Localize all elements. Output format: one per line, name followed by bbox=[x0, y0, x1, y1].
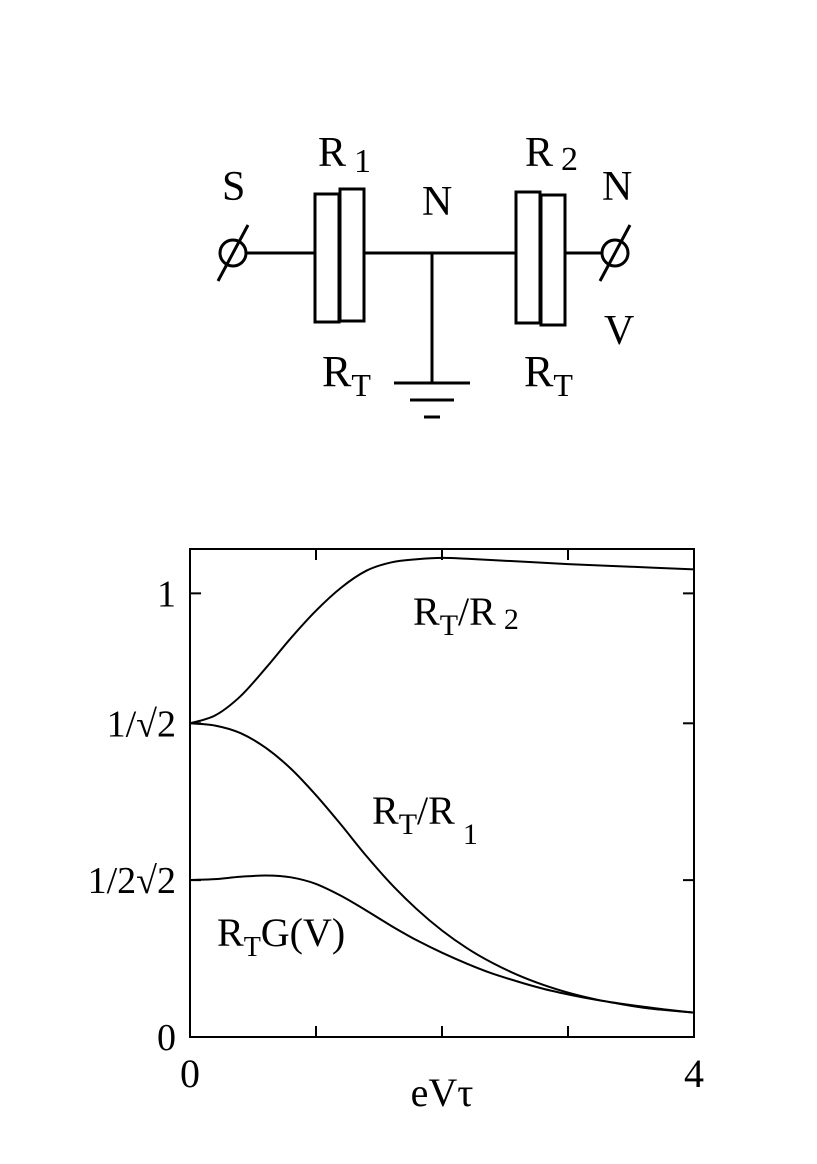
series-line-0 bbox=[189, 556, 695, 725]
y-tick-label: 1 bbox=[157, 573, 176, 615]
x-axis-label: eVτ bbox=[411, 1070, 474, 1115]
junction-r1-left-plate bbox=[313, 192, 341, 324]
series-label-rt-r1: RT/R1 bbox=[372, 788, 478, 851]
x-tick-label: 4 bbox=[684, 1051, 704, 1096]
y-tick-label: 0 bbox=[157, 1017, 176, 1059]
junction-r2-right-plate bbox=[539, 193, 567, 327]
label-n-right: N bbox=[602, 164, 632, 210]
junction-r2-left-plate bbox=[514, 190, 542, 325]
terminal-right-slash bbox=[598, 224, 632, 282]
circuit-diagram bbox=[216, 187, 632, 419]
series-line-1 bbox=[189, 722, 695, 1014]
label-rt-left: RT bbox=[322, 347, 371, 403]
axis-tick-labels: 0 4 0 1/2√2 1/√2 1 bbox=[88, 573, 704, 1096]
terminal-left-slash bbox=[216, 224, 250, 282]
label-v: V bbox=[604, 308, 634, 354]
plot-curves bbox=[189, 556, 695, 1014]
y-tick-label: 1/√2 bbox=[107, 703, 176, 745]
series-line-2 bbox=[189, 874, 695, 1014]
label-s: S bbox=[222, 164, 245, 210]
y-tick-label: 1/2√2 bbox=[88, 860, 176, 902]
series-label-rtg: RTG(V) bbox=[217, 910, 345, 963]
x-tick-label: 0 bbox=[180, 1051, 200, 1096]
label-rt-right: RT bbox=[524, 347, 573, 403]
terminal-right-circle bbox=[600, 238, 630, 268]
junction-r1-right-plate bbox=[338, 187, 366, 323]
label-node-n: N bbox=[422, 179, 452, 225]
